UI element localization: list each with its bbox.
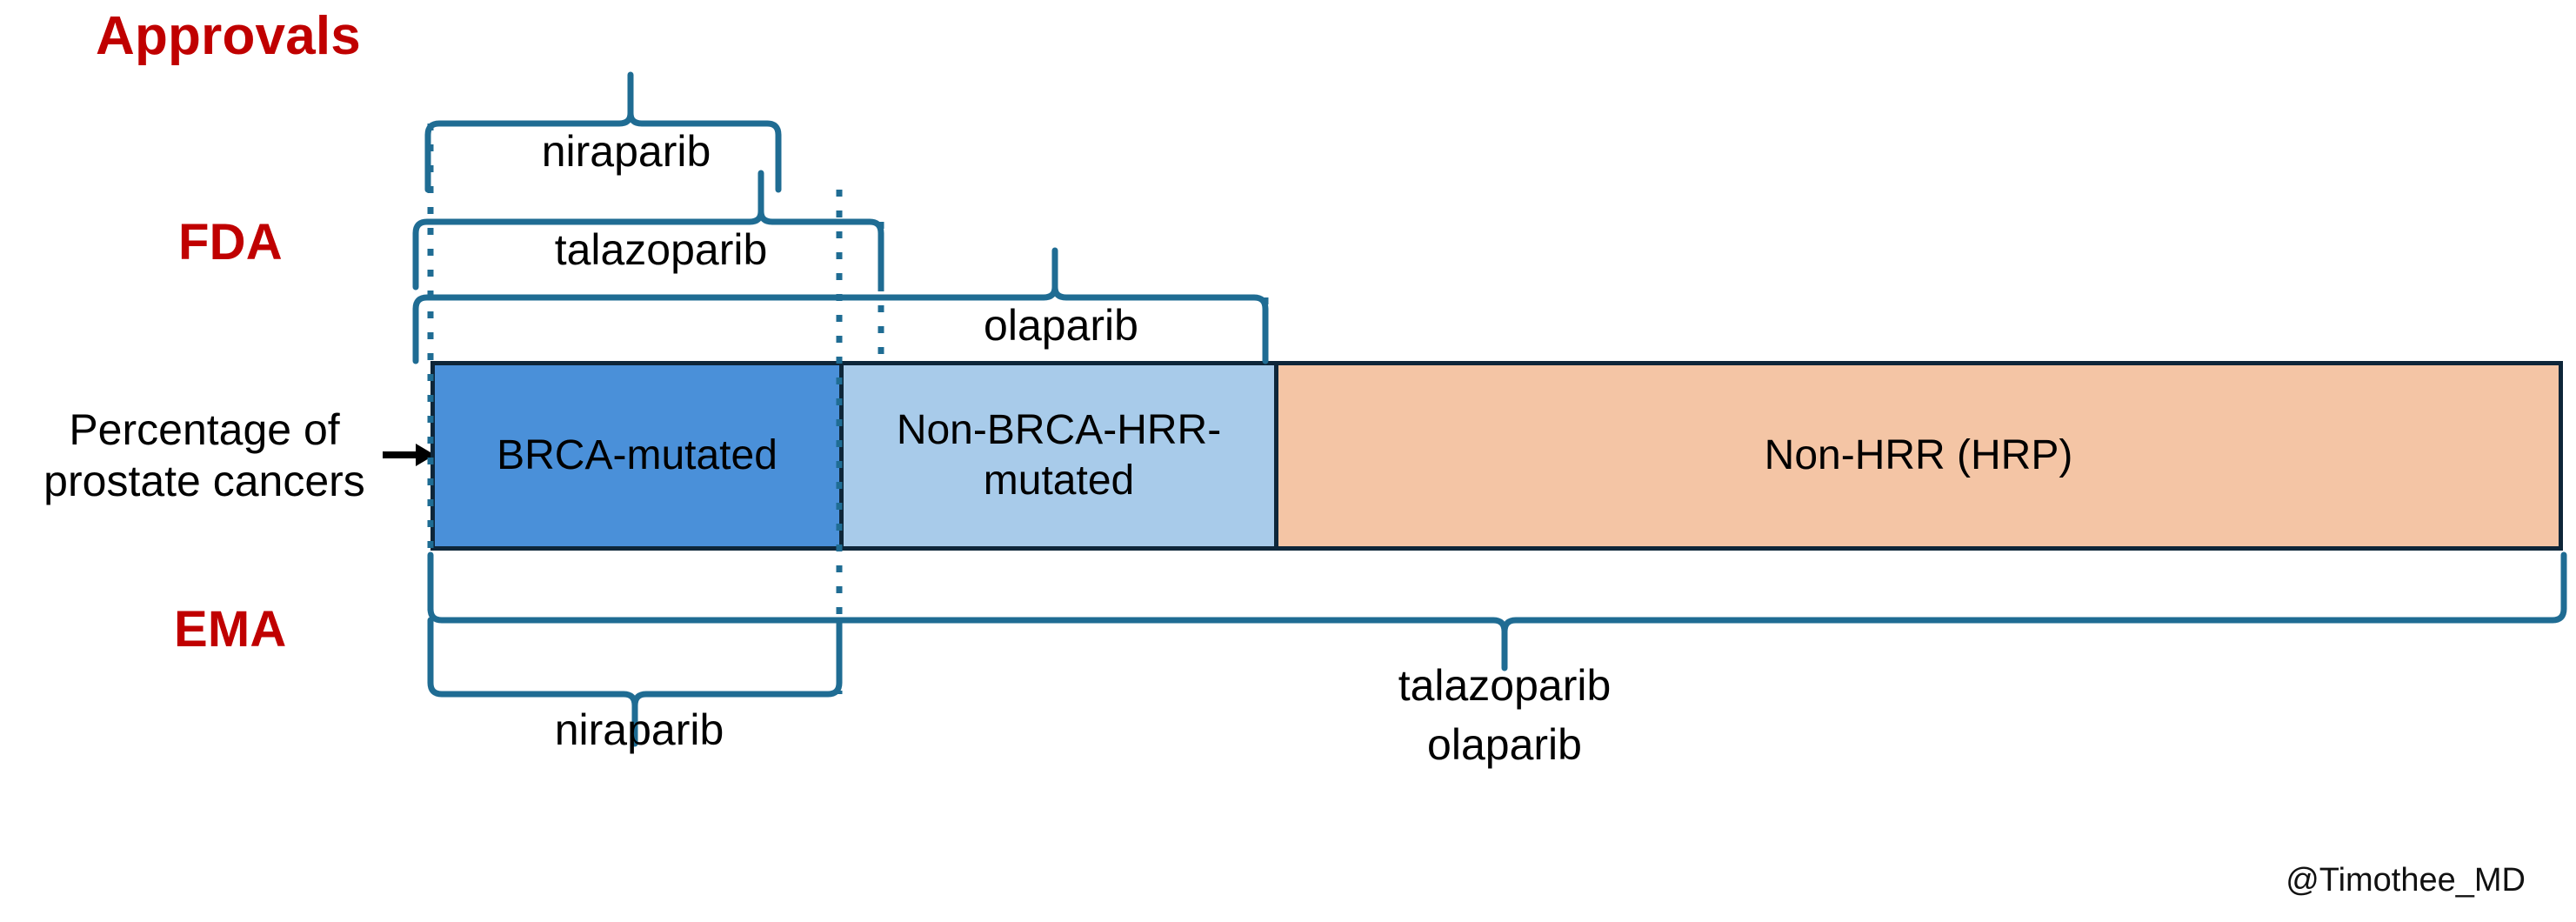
bar-segment-non-brca-hrr-mutated[interactable]: Non-BRCA-HRR- mutated: [844, 365, 1278, 546]
fda-niraparib-label: niraparib: [541, 127, 711, 176]
y-axis-label: Percentage of prostate cancers: [43, 405, 365, 505]
ema-niraparib-label: niraparib: [554, 705, 724, 754]
attribution-handle: @Timothee_MD: [2286, 862, 2526, 899]
ema-section-label: EMA: [174, 601, 287, 658]
ema-talazoparib-olaparib-bracket: [427, 551, 2567, 671]
bar-segment-non-hrr-hrp[interactable]: Non-HRR (HRP): [1278, 365, 2559, 546]
approvals-title: Approvals: [96, 6, 361, 66]
ema-talazoparib-olaparib-label: talazoparib olaparib: [1398, 661, 1612, 769]
right-arrow-icon: [383, 444, 435, 466]
stacked-bar: BRCA-mutated Non-BRCA-HRR- mutated Non-H…: [430, 361, 2563, 551]
fda-section-label: FDA: [178, 214, 283, 271]
bar-segment-brca-mutated[interactable]: BRCA-mutated: [435, 365, 844, 546]
fda-olaparib-label: olaparib: [984, 301, 1138, 350]
fda-talazoparib-label: talazoparib: [554, 225, 768, 274]
